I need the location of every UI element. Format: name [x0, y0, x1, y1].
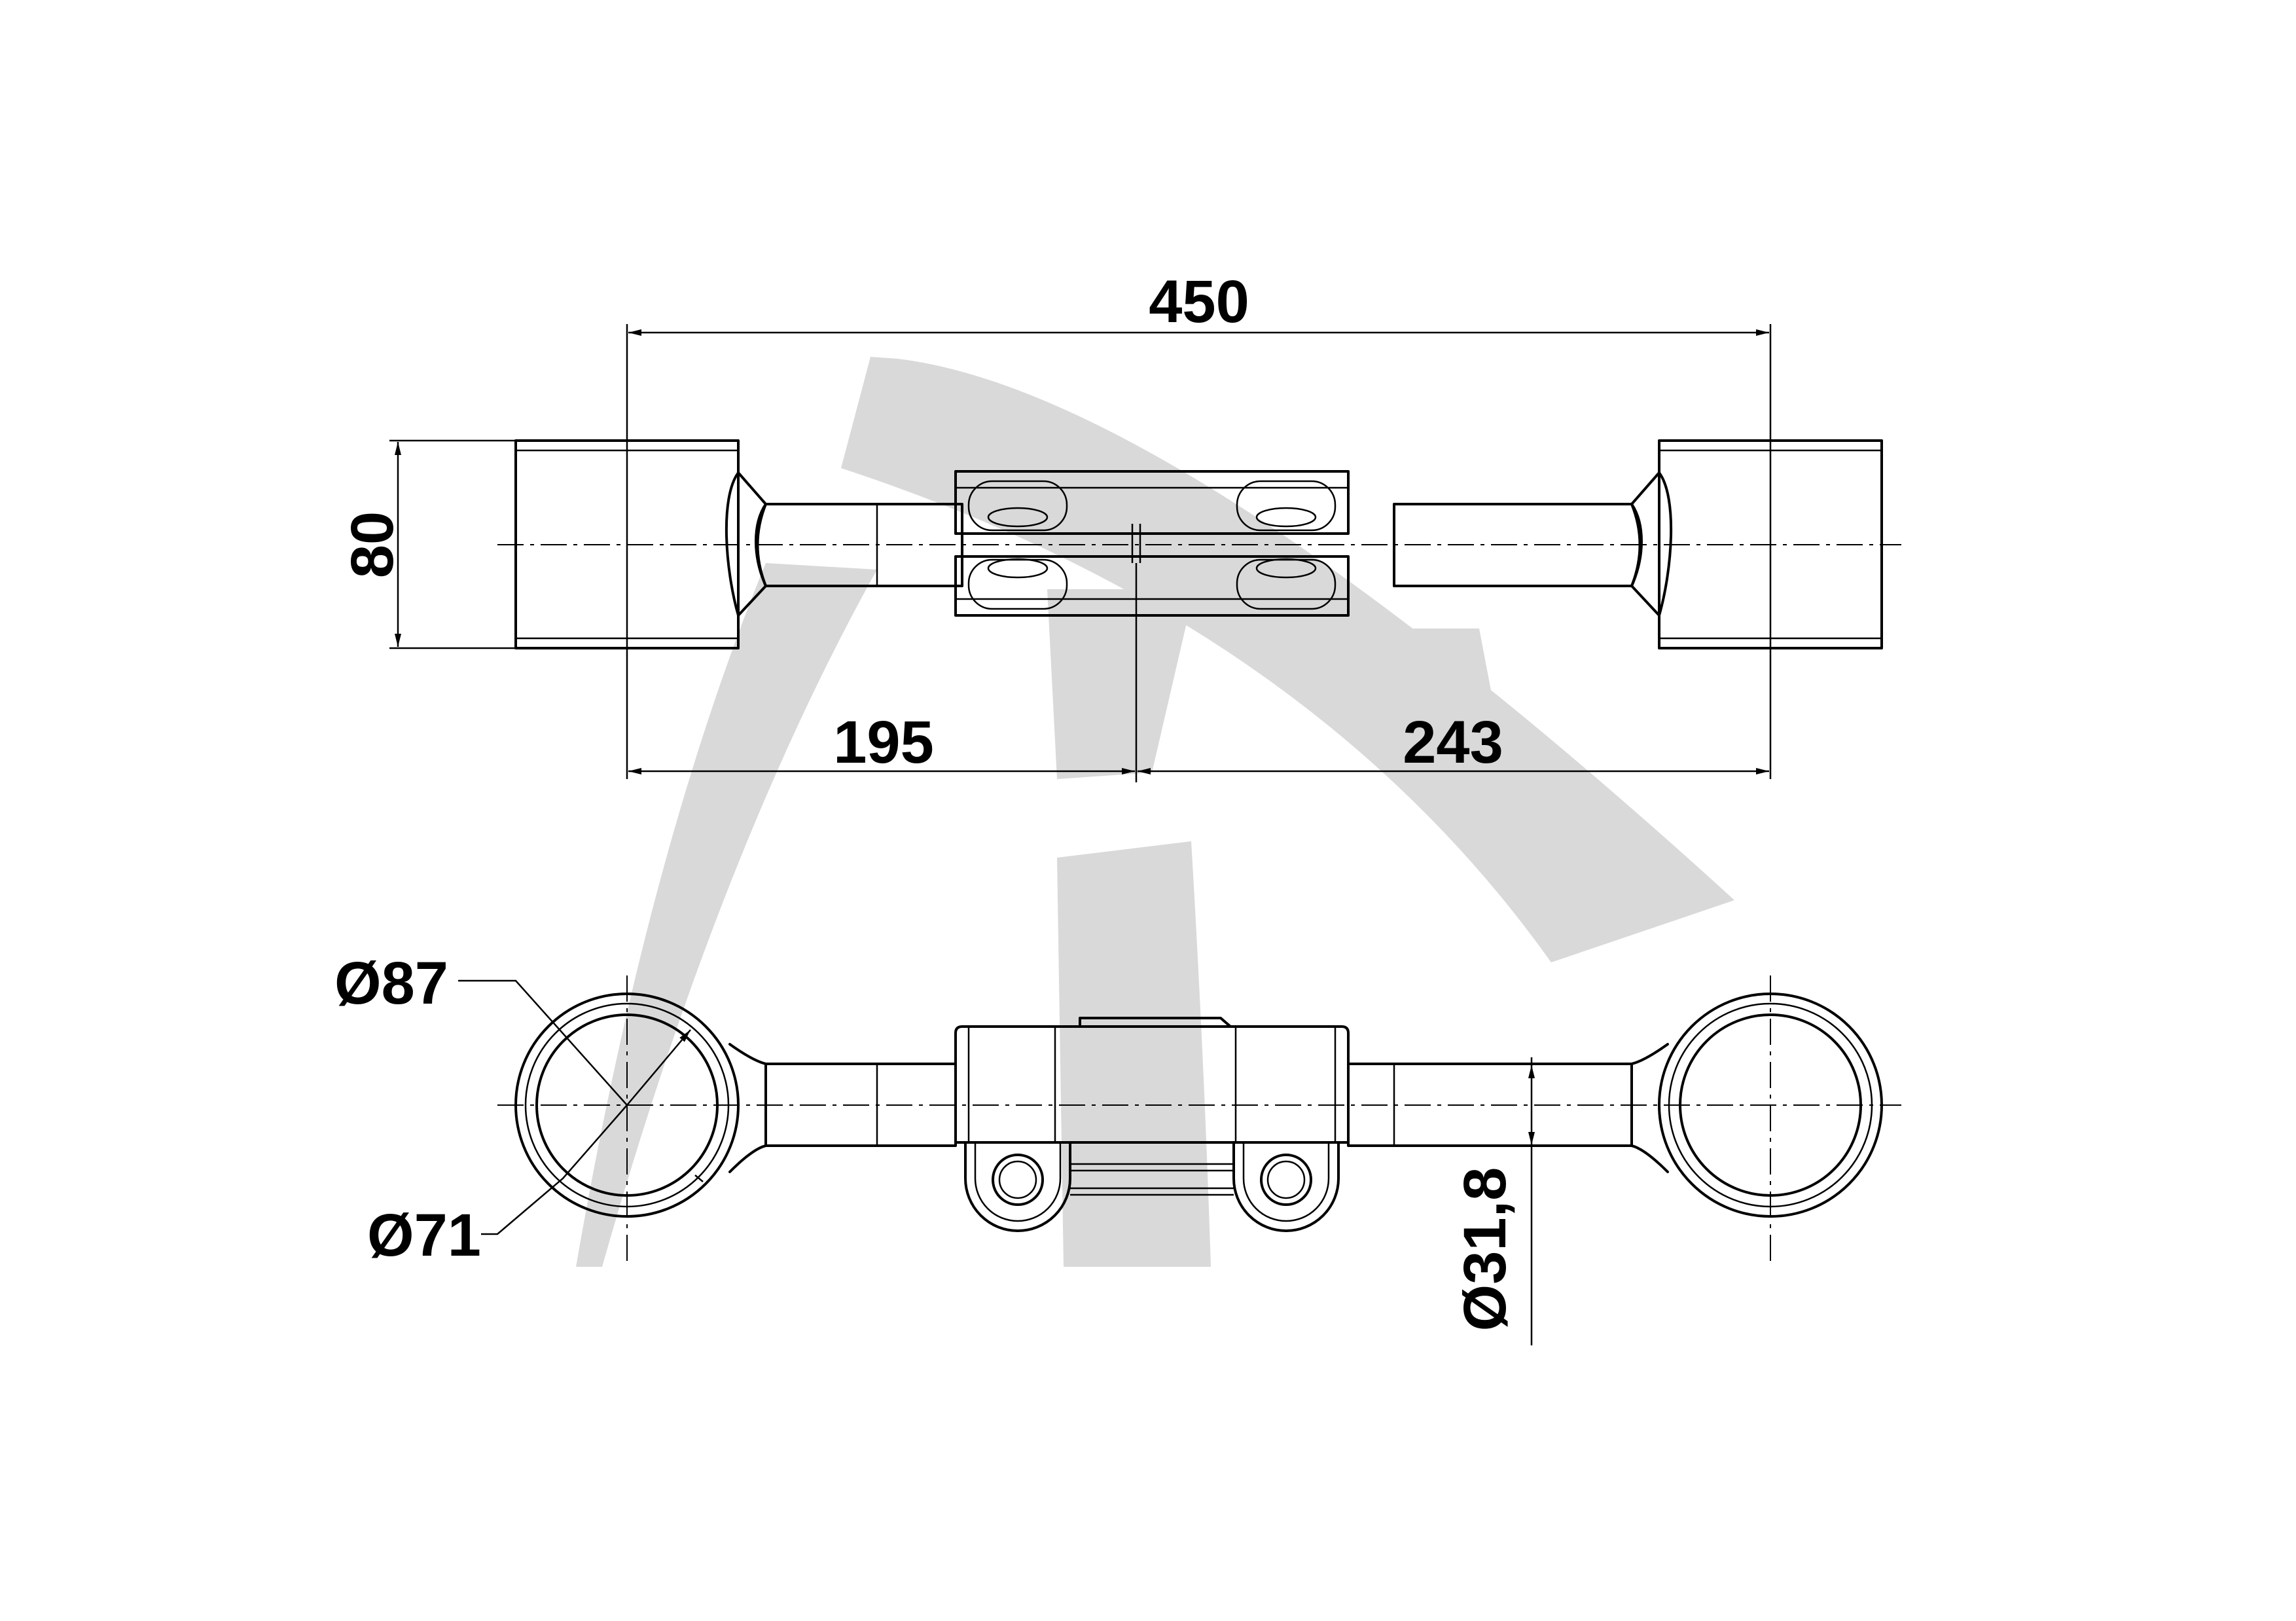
dimension-outer-diameter: Ø87 — [334, 950, 691, 1106]
front-view — [497, 975, 1901, 1267]
clamp-body — [954, 1025, 1350, 1144]
dimension-overall-length: 450 — [626, 268, 1772, 779]
right-lug — [1232, 1141, 1340, 1232]
logo-watermark-icon — [576, 357, 1734, 1267]
dimension-label-195: 195 — [833, 709, 934, 776]
dimension-tube-diameter: Ø31,8 — [1452, 1057, 1535, 1345]
dimension-label-80: 80 — [339, 511, 406, 578]
dimension-label-450: 450 — [1149, 268, 1249, 335]
dimension-label-d87: Ø87 — [334, 950, 448, 1017]
dimension-label-d31-8: Ø31,8 — [1452, 1167, 1518, 1332]
dimension-label-243: 243 — [1403, 709, 1503, 776]
left-lug — [964, 1141, 1071, 1232]
clamp-lower — [954, 555, 1350, 617]
dimension-split-distances: 195 243 — [628, 563, 1769, 782]
clamp-upper — [954, 470, 1350, 535]
dimension-height: 80 — [339, 439, 517, 649]
dimension-inner-diameter: Ø71 — [367, 1104, 628, 1269]
dimension-label-d71: Ø71 — [367, 1202, 481, 1269]
